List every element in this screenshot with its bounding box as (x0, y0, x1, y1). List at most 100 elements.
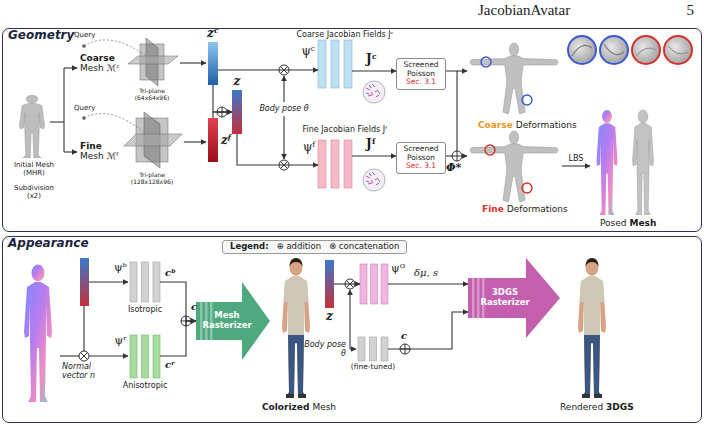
annotation-label: 5 (687, 2, 695, 19)
annotation-label: Mesh (312, 402, 336, 412)
node-title: Appearance (8, 237, 89, 251)
pose-arrows (349, 290, 350, 349)
initial-mesh-figure (19, 95, 44, 158)
mesh-branch-arrows (63, 68, 64, 152)
mlp-bars (153, 262, 160, 302)
connector-arrow (213, 85, 232, 112)
annotation-label: Mesh (630, 218, 657, 228)
connector-arrow (388, 312, 468, 349)
triplane-arrows (180, 63, 206, 142)
deformed-figures (522, 95, 532, 105)
node-title: Mesh Rasterizer (198, 302, 256, 340)
mlp-bars (130, 262, 137, 302)
node-title: ψᶠ (303, 141, 315, 155)
connector-arrow (388, 283, 468, 284)
node-text: ⊗ concatenation (329, 242, 399, 252)
deformation-arrows (457, 70, 467, 71)
operator-symbols (81, 353, 88, 360)
node-title: z (234, 75, 241, 89)
deformed-figures (522, 183, 532, 193)
magnified-details (632, 36, 660, 64)
node-title: ψʳ (115, 335, 127, 348)
annotation-label: Jᶜ (366, 53, 377, 67)
annotation-label: JacobianAvatar (478, 2, 570, 19)
jacobian-spheres (366, 84, 379, 97)
annotation-label: Tri-plane (64x64x96) (127, 88, 177, 102)
mlp-bars (318, 40, 326, 88)
magnified-details (664, 36, 692, 64)
annotation-label: Coarse (80, 53, 115, 63)
magnified-details (636, 48, 656, 56)
mlp-bars (344, 40, 352, 88)
node-title: z (326, 310, 333, 324)
annotation-label: Body pose θ (259, 104, 308, 113)
appearance-inputs (24, 258, 128, 402)
annotation-label: c (401, 330, 407, 342)
node-text: Anisotropic (123, 381, 168, 390)
node-title: ψᴳ (391, 263, 405, 276)
operator-symbols (79, 351, 89, 361)
annotation-label: 3DGS (606, 402, 634, 412)
deformed-figures (470, 131, 558, 202)
appearance-inputs (24, 265, 52, 403)
deformation-arrows (446, 155, 452, 156)
annotation-label: Body pose θ (302, 340, 346, 358)
annotation-label: Fine (80, 141, 102, 151)
annotation-label: Fine Jacobian Fields Jᶠ (302, 125, 387, 134)
node-title: 3DGS Rasterizer (470, 278, 540, 318)
mlp-bars (360, 264, 367, 304)
solver-box: Screened PoissonSec. 3.1 (396, 58, 446, 90)
mlp-bars (318, 140, 326, 188)
node-title: zᶜ (207, 27, 219, 41)
node-title: zᶠ (221, 134, 231, 148)
operator-symbols (452, 151, 462, 161)
annotation-label: c (191, 301, 197, 313)
annotation-label: Initial Mesh (MHR) (6, 161, 62, 177)
mesh-branch-arrows (64, 67, 77, 68)
node-title: Screened Poisson (398, 145, 444, 162)
pose-arrows (283, 116, 284, 159)
annotation-label: Query (74, 104, 95, 112)
operator-symbols (452, 151, 462, 161)
magnified-details (668, 46, 688, 54)
mlp-bars (381, 264, 388, 304)
section-panel: AppearanceLegend:⊕ addition⊗ concatenati… (2, 236, 702, 423)
initial-mesh-figure (19, 95, 44, 158)
annotation-label: Subdivision (x2) (6, 184, 62, 200)
mesh-branch-arrows (50, 68, 77, 152)
mlp-bars (358, 337, 365, 361)
deformed-figures (485, 145, 495, 155)
triplane-fine (124, 134, 182, 146)
mlp-block: ψʳAnisotropic (130, 335, 160, 378)
annotation-label: Coarse (478, 120, 513, 130)
appearance-inputs (89, 355, 128, 356)
appearance-inputs (89, 281, 128, 282)
solver-box: Screened PoissonSec. 3.1 (396, 142, 446, 174)
triplane-fine (124, 112, 182, 168)
jacobian-spheres (366, 172, 379, 185)
posed-mesh-figures (597, 110, 654, 215)
latent-feature-bar: z (325, 260, 334, 308)
annotation-label: Deformations (516, 120, 577, 130)
rasterizer-arrow: Mesh Rasterizer (196, 282, 270, 360)
node-title: ψᵇ (114, 262, 127, 275)
rendered-persons (578, 258, 606, 398)
node-text: Sec. 3.1 (398, 78, 444, 87)
magnified-details (600, 36, 628, 64)
mlp-bars (153, 335, 160, 378)
connector-arrow (160, 321, 196, 356)
rendered-persons (282, 258, 606, 398)
annotation-label: LBS (569, 154, 584, 163)
mlp-bars (370, 337, 377, 361)
triplane-coarse (128, 56, 178, 64)
node-text: Isotropic (128, 305, 162, 314)
triplane-arrows (180, 62, 206, 63)
posed-mesh-figures (633, 110, 654, 215)
latent-feature-bar: zᶠ (208, 118, 218, 162)
deformation-arrows (446, 71, 457, 151)
triplane-arrows (184, 141, 206, 142)
triplane-coarse (128, 38, 178, 86)
connector-arrow (160, 282, 196, 321)
appearance-inputs (60, 355, 79, 356)
mlp-bars (344, 140, 352, 188)
